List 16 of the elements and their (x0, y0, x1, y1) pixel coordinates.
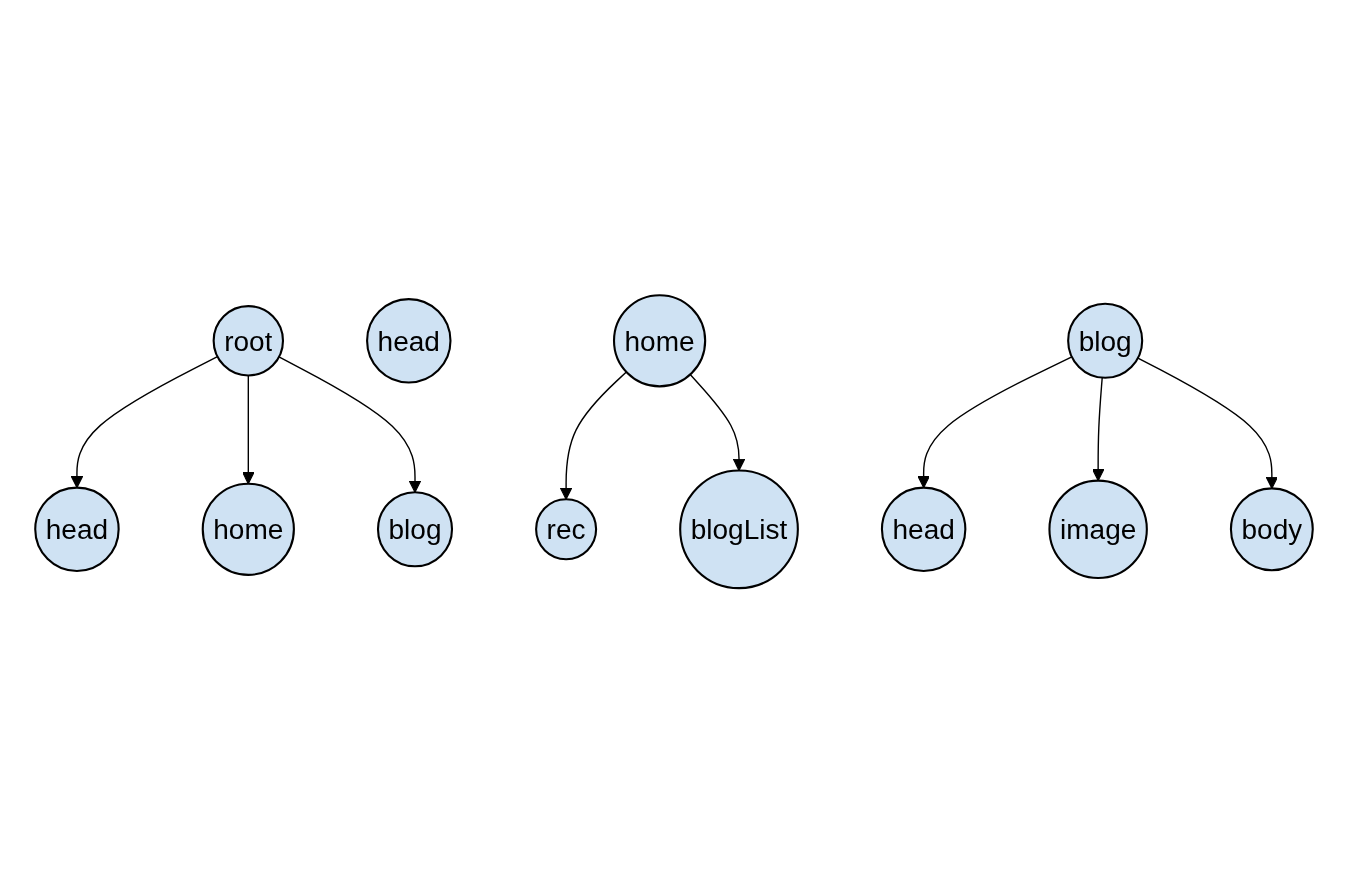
arrow (242, 375, 255, 485)
arrow (1091, 377, 1105, 482)
node-circle: home (201, 483, 295, 577)
node-circle: image (1048, 479, 1148, 580)
node-circle: blog (376, 491, 454, 568)
node-circle: rec (535, 498, 598, 561)
node-circle: body (1229, 487, 1314, 572)
node-circle: head (366, 298, 452, 384)
node-circle: root (212, 305, 285, 377)
arrow (689, 374, 746, 472)
node-circle: head (34, 486, 120, 573)
node-circle: blogList (679, 469, 799, 590)
node-circle: head (880, 486, 967, 573)
node-circle: blog (1067, 303, 1144, 380)
node-circle: home (612, 294, 707, 388)
arrow (917, 356, 1073, 489)
